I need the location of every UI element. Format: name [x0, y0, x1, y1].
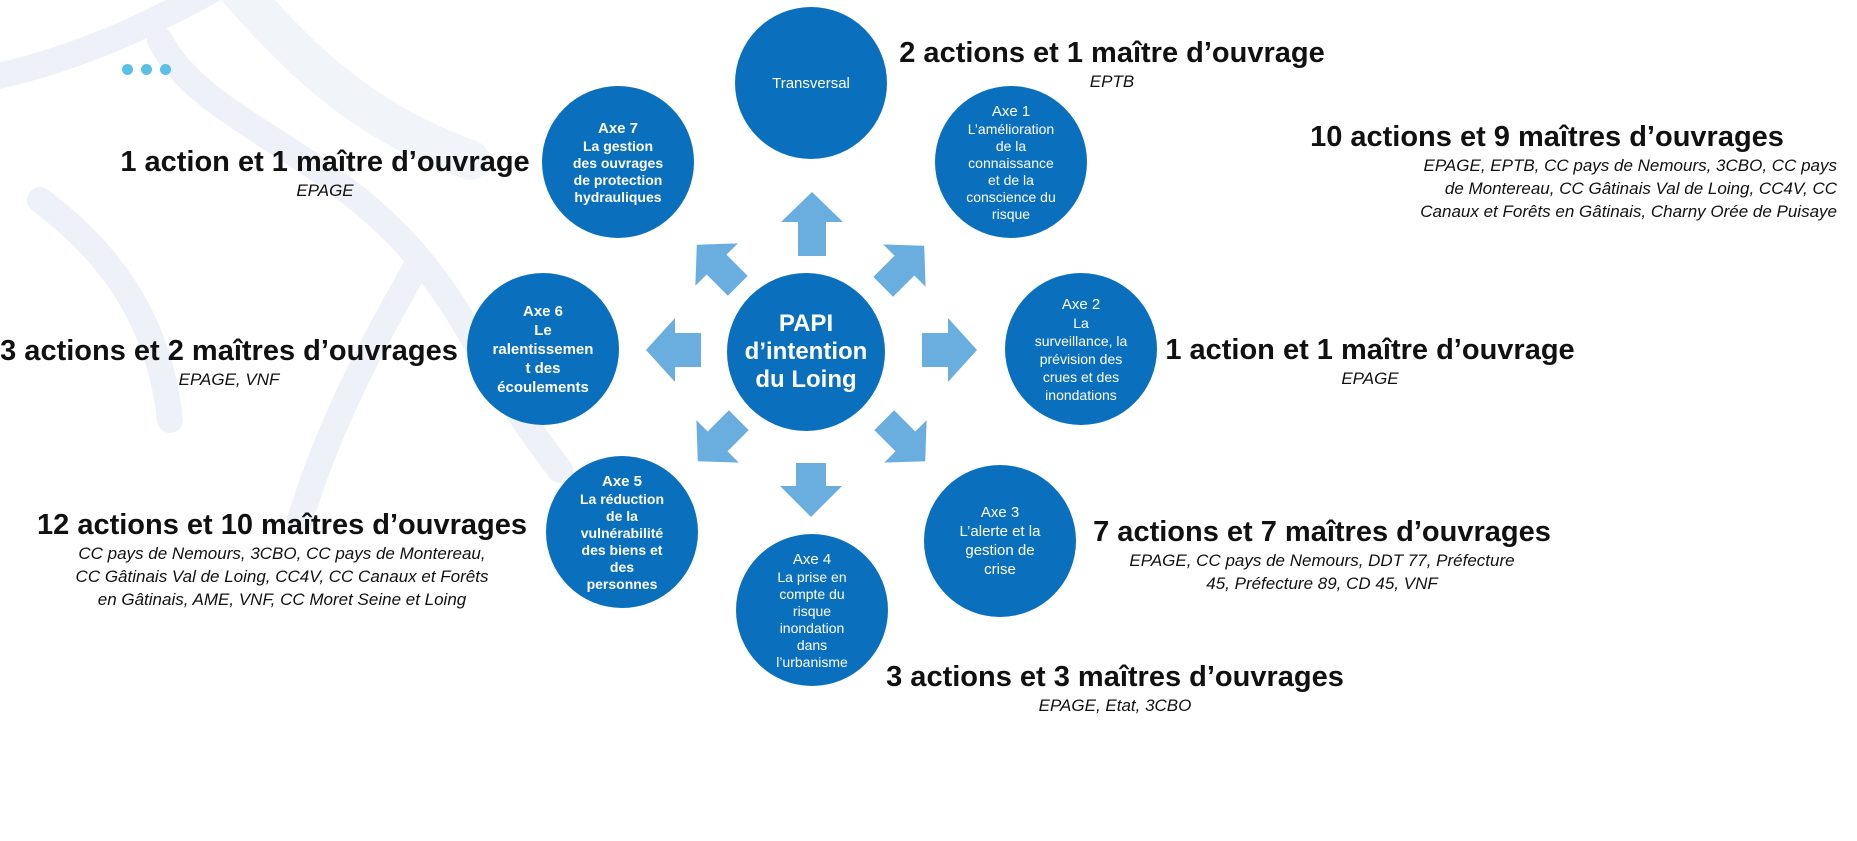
dot-1 [122, 64, 133, 75]
label-axe4-heading: 3 actions et 3 maîtres d’ouvrages [886, 661, 1344, 693]
circle-axe2-heading: Axe 2 [1061, 295, 1101, 313]
label-transversal: 2 actions et 1 maître d’ouvrage EPTB [802, 36, 1422, 93]
label-axe5-owners: CC pays de Nemours, 3CBO, CC pays de Mon… [75, 544, 489, 609]
circle-axe6-heading: Axe 6 [522, 302, 564, 320]
label-axe3: 7 actions et 7 maîtres d’ouvrages EPAGE,… [1012, 515, 1632, 595]
circle-axe3-text: L’alerte et la gestion de crise [959, 523, 1041, 578]
circle-axe4-text: La prise en compte du risque inondation … [776, 568, 848, 670]
label-axe3-owners: EPAGE, CC pays de Nemours, DDT 77, Préfe… [1129, 551, 1515, 593]
label-axe1-heading: 10 actions et 9 maîtres d’ouvrages [1310, 121, 1784, 153]
label-axe7: 1 action et 1 maître d’ouvrage EPAGE [15, 145, 635, 202]
arrow-down [780, 463, 842, 517]
circle-axe1: Axe 1 L’amélioration de la connaissance … [935, 86, 1087, 238]
arrow-up-left [695, 243, 748, 296]
dot-2 [141, 64, 152, 75]
circle-axe6: Axe 6 Le ralentissemen t des écoulements [467, 273, 619, 425]
label-transversal-owners: EPTB [1089, 72, 1135, 91]
label-axe2: 1 action et 1 maître d’ouvrage EPAGE [1060, 333, 1680, 390]
arrow-right [922, 318, 977, 382]
decorative-dots [122, 62, 179, 80]
center-title: PAPI d’intention du Loing [744, 310, 868, 393]
arrow-down-right [874, 410, 927, 463]
label-axe2-owners: EPAGE [1341, 369, 1399, 388]
circle-axe6-text: Le ralentissemen t des écoulements [492, 321, 594, 396]
circle-axe2: Axe 2 La surveillance, la prévision des … [1005, 273, 1157, 425]
label-axe7-heading: 1 action et 1 maître d’ouvrage [120, 146, 530, 178]
circle-transversal-text: Transversal [772, 74, 850, 92]
circle-axe7: Axe 7 La gestion des ouvrages de protect… [542, 86, 694, 238]
circle-transversal: Transversal [735, 7, 887, 159]
label-axe4: 3 actions et 3 maîtres d’ouvrages EPAGE,… [805, 660, 1425, 717]
circle-axe3: Axe 3 L’alerte et la gestion de crise [924, 465, 1076, 617]
label-axe1-owners: EPAGE, EPTB, CC pays de Nemours, 3CBO, C… [1420, 156, 1837, 221]
circle-axe7-text: La gestion des ouvrages de protection hy… [572, 137, 664, 205]
circle-axe1-heading: Axe 1 [991, 102, 1031, 120]
dot-3 [160, 64, 171, 75]
label-axe6: 3 actions et 2 maîtres d’ouvrages EPAGE,… [0, 334, 539, 391]
label-axe6-owners: EPAGE, VNF [178, 370, 280, 389]
center-circle: PAPI d’intention du Loing [727, 273, 885, 431]
label-transversal-heading: 2 actions et 1 maître d’ouvrage [899, 37, 1325, 69]
circle-axe3-heading: Axe 3 [980, 504, 1020, 521]
circle-axe1-text: L’amélioration de la connaissance et de … [966, 120, 1056, 222]
circle-axe5-text: La réduction de la vulnérabilité des bie… [579, 490, 664, 592]
arrow-down-left [696, 410, 749, 463]
label-axe5: 12 actions et 10 maîtres d’ouvrages CC p… [0, 508, 592, 611]
label-axe6-heading: 3 actions et 2 maîtres d’ouvrages [0, 335, 458, 367]
circle-axe5-heading: Axe 5 [601, 472, 643, 490]
circle-axe7-heading: Axe 7 [597, 119, 639, 137]
label-axe4-owners: EPAGE, Etat, 3CBO [1038, 696, 1192, 715]
arrow-left [646, 318, 701, 382]
arrow-up-right [873, 244, 926, 297]
circle-axe4-heading: Axe 4 [792, 550, 832, 568]
label-axe1: 10 actions et 9 maîtres d’ouvrages EPAGE… [1217, 120, 1837, 223]
circle-axe2-text: La surveillance, la prévision des crues … [1034, 314, 1128, 403]
label-axe7-owners: EPAGE [296, 181, 354, 200]
circle-axe5: Axe 5 La réduction de la vulnérabilité d… [546, 456, 698, 608]
arrow-up [781, 192, 843, 256]
label-axe2-heading: 1 action et 1 maître d’ouvrage [1165, 334, 1575, 366]
label-axe3-heading: 7 actions et 7 maîtres d’ouvrages [1093, 516, 1551, 548]
circle-axe4: Axe 4 La prise en compte du risque inond… [736, 534, 888, 686]
label-axe5-heading: 12 actions et 10 maîtres d’ouvrages [37, 509, 527, 541]
